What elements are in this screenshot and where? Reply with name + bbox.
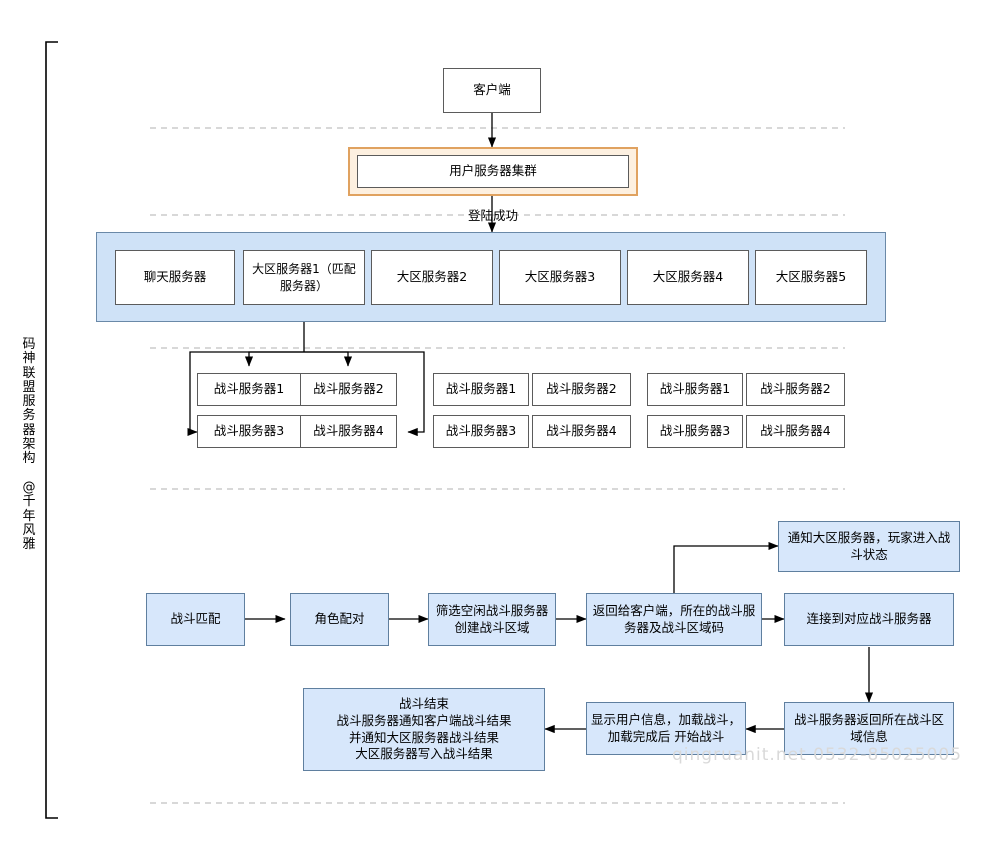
node-battle-server-label: 战斗服务器1 xyxy=(659,381,731,397)
node-battle-server-label: 战斗服务器2 xyxy=(546,381,617,397)
watermark: qingruanit.net 0532-85025005 xyxy=(672,745,962,765)
node-battle-server-label: 战斗服务器1 xyxy=(445,381,517,397)
node-battle-server-g2-4[interactable]: 战斗服务器4 xyxy=(532,415,631,448)
node-battle-server-return-info[interactable]: 战斗服务器返回所在战斗区域信息 xyxy=(784,702,954,755)
node-battle-server-label: 战斗服务器4 xyxy=(546,423,617,439)
node-zone-server-3-label: 大区服务器3 xyxy=(524,269,596,285)
node-battle-server-g1-2[interactable]: 战斗服务器2 xyxy=(300,373,397,406)
node-battle-server-label: 战斗服务器4 xyxy=(313,423,384,439)
node-return-to-client-label: 返回给客户端，所在的战斗服务器及战斗区域码 xyxy=(592,602,756,635)
node-connect-battle-server[interactable]: 连接到对应战斗服务器 xyxy=(784,593,954,646)
node-chat-server[interactable]: 聊天服务器 xyxy=(115,250,235,305)
node-connect-battle-server-label: 连接到对应战斗服务器 xyxy=(806,611,932,627)
node-battle-server-g2-3[interactable]: 战斗服务器3 xyxy=(433,415,529,448)
node-battle-server-g2-1[interactable]: 战斗服务器1 xyxy=(433,373,529,406)
diagram-title-vertical: 码神联盟服务器架构 @千年风雅 xyxy=(22,337,36,553)
node-battle-server-g2-2[interactable]: 战斗服务器2 xyxy=(532,373,631,406)
node-zone-server-2[interactable]: 大区服务器2 xyxy=(371,250,493,305)
node-notify-zone-server-label: 通知大区服务器，玩家进入战斗状态 xyxy=(787,529,951,562)
node-client-label: 客户端 xyxy=(473,82,511,98)
node-battle-server-g1-1[interactable]: 战斗服务器1 xyxy=(197,373,301,406)
node-battle-server-g3-1[interactable]: 战斗服务器1 xyxy=(647,373,743,406)
node-battle-server-label: 战斗服务器3 xyxy=(659,423,731,439)
node-battle-server-label: 战斗服务器4 xyxy=(760,423,831,439)
node-battle-end-label: 战斗结束 战斗服务器通知客户端战斗结果 并通知大区服务器战斗结果 大区服务器写入… xyxy=(336,695,512,762)
label-login-success-text: 登陆成功 xyxy=(467,208,518,223)
node-battle-server-g1-4[interactable]: 战斗服务器4 xyxy=(300,415,397,448)
node-battle-server-label: 战斗服务器2 xyxy=(313,381,384,397)
node-show-user-info[interactable]: 显示用户信息，加载战斗，加载完成后 开始战斗 xyxy=(586,702,746,755)
node-battle-server-label: 战斗服务器3 xyxy=(445,423,517,439)
node-battle-server-label: 战斗服务器2 xyxy=(760,381,831,397)
node-battle-server-label: 战斗服务器1 xyxy=(213,381,285,397)
node-return-to-client[interactable]: 返回给客户端，所在的战斗服务器及战斗区域码 xyxy=(586,593,762,646)
node-zone-server-1-label: 大区服务器1（匹配服务器） xyxy=(252,262,356,293)
node-user-server-cluster-inner[interactable]: 用户服务器集群 xyxy=(357,155,629,188)
node-zone-server-3[interactable]: 大区服务器3 xyxy=(499,250,621,305)
node-select-idle-server-label: 筛选空闲战斗服务器创建战斗区域 xyxy=(435,602,549,635)
node-battle-server-return-info-label: 战斗服务器返回所在战斗区域信息 xyxy=(793,711,944,744)
node-role-pairing[interactable]: 角色配对 xyxy=(290,593,389,646)
node-zone-server-4[interactable]: 大区服务器4 xyxy=(627,250,749,305)
node-notify-zone-server[interactable]: 通知大区服务器，玩家进入战斗状态 xyxy=(778,521,960,572)
node-client[interactable]: 客户端 xyxy=(443,68,541,113)
node-zone-server-5[interactable]: 大区服务器5 xyxy=(755,250,867,305)
node-battle-server-g1-3[interactable]: 战斗服务器3 xyxy=(197,415,301,448)
label-login-success: 登陆成功 xyxy=(458,208,528,225)
node-battle-server-label: 战斗服务器3 xyxy=(213,423,285,439)
node-select-idle-server[interactable]: 筛选空闲战斗服务器创建战斗区域 xyxy=(428,593,556,646)
node-battle-end[interactable]: 战斗结束 战斗服务器通知客户端战斗结果 并通知大区服务器战斗结果 大区服务器写入… xyxy=(303,688,545,771)
node-battle-server-g3-4[interactable]: 战斗服务器4 xyxy=(746,415,845,448)
node-user-server-cluster-label: 用户服务器集群 xyxy=(449,163,537,179)
node-battle-server-g3-2[interactable]: 战斗服务器2 xyxy=(746,373,845,406)
node-battle-match[interactable]: 战斗匹配 xyxy=(146,593,245,646)
node-chat-server-label: 聊天服务器 xyxy=(143,269,207,285)
node-zone-server-5-label: 大区服务器5 xyxy=(775,269,847,285)
node-battle-server-g3-3[interactable]: 战斗服务器3 xyxy=(647,415,743,448)
node-show-user-info-label: 显示用户信息，加载战斗，加载完成后 开始战斗 xyxy=(591,711,742,744)
node-role-pairing-label: 角色配对 xyxy=(314,611,365,627)
node-zone-server-2-label: 大区服务器2 xyxy=(396,269,468,285)
node-zone-server-1[interactable]: 大区服务器1（匹配服务器） xyxy=(243,250,365,305)
node-zone-server-4-label: 大区服务器4 xyxy=(652,269,724,285)
node-battle-match-label: 战斗匹配 xyxy=(170,611,221,627)
watermark-text: qingruanit.net 0532-85025005 xyxy=(672,745,963,765)
